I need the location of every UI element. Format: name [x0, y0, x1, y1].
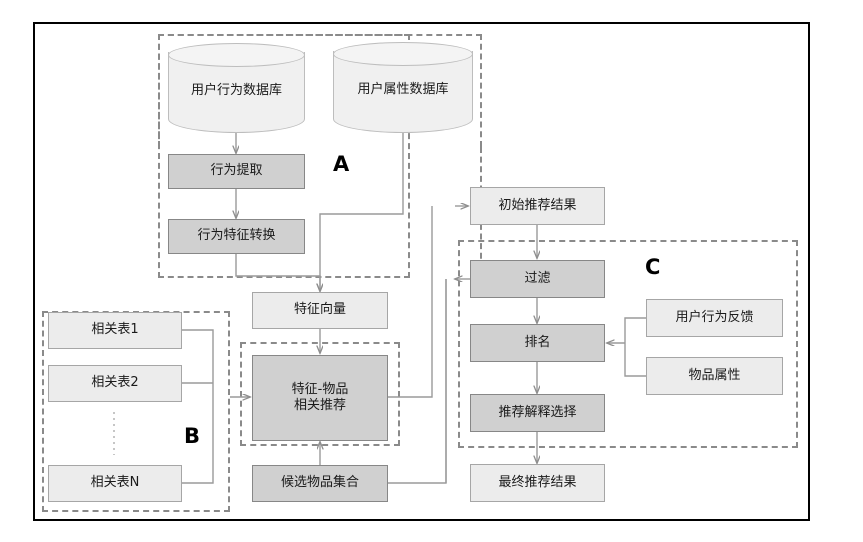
database-user-attribute-label: 用户属性数据库	[357, 82, 449, 97]
node-feature-item-recommend[interactable]: 特征-物品 相关推荐	[252, 355, 388, 441]
group-a-upper-extension	[158, 34, 482, 147]
node-relation-table-n[interactable]: 相关表N	[48, 465, 182, 502]
node-initial-recommend-result[interactable]: 初始推荐结果	[470, 187, 605, 225]
node-feature-item-recommend-line1: 特征-物品	[291, 381, 349, 397]
database-user-behavior[interactable]: 用户行为数据库	[168, 43, 305, 133]
node-item-attribute[interactable]: 物品属性	[646, 357, 783, 395]
node-final-recommend-result[interactable]: 最终推荐结果	[470, 464, 605, 502]
node-ranking[interactable]: 排名	[470, 324, 605, 362]
node-relation-table-1[interactable]: 相关表1	[48, 312, 182, 349]
database-user-behavior-label: 用户行为数据库	[190, 82, 282, 98]
node-behavior-extraction[interactable]: 行为提取	[168, 154, 305, 189]
node-feature-vector[interactable]: 特征向量	[252, 292, 388, 329]
group-c-dashed-box	[458, 240, 798, 448]
cylinder-top-ellipse	[168, 43, 305, 67]
group-label-b: B	[184, 424, 201, 448]
node-explanation-selection[interactable]: 推荐解释选择	[470, 394, 605, 432]
group-label-a: A	[333, 152, 350, 176]
node-user-behavior-feedback[interactable]: 用户行为反馈	[646, 299, 783, 337]
node-feature-item-recommend-line2: 相关推荐	[293, 398, 346, 413]
node-relation-table-2[interactable]: 相关表2	[48, 365, 182, 402]
group-label-c: C	[645, 255, 661, 279]
cylinder-top-ellipse	[333, 42, 473, 66]
node-behavior-feature-transform[interactable]: 行为特征转换	[168, 219, 305, 254]
node-candidate-item-set[interactable]: 候选物品集合	[252, 465, 388, 502]
node-filter[interactable]: 过滤	[470, 260, 605, 298]
database-user-attribute[interactable]: 用户属性数据库	[333, 42, 473, 133]
